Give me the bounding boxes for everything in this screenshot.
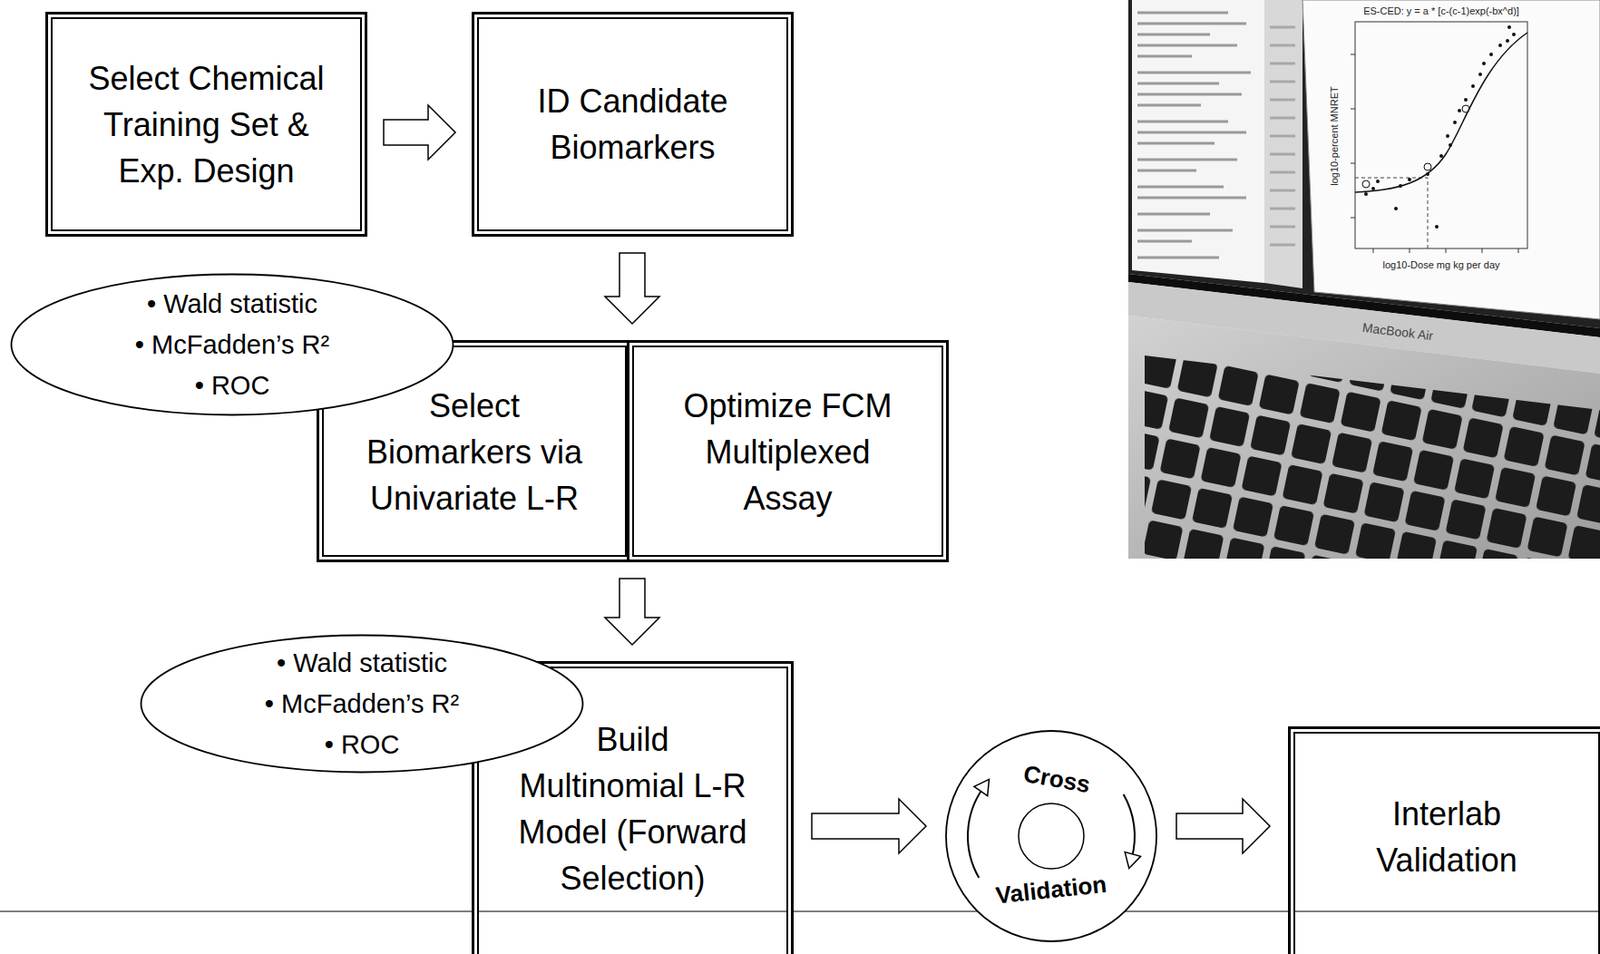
block-arrow — [604, 253, 660, 324]
photo-text: ES-CED: y = a * [c-(c-1)exp(-bx^d)] — [1361, 5, 1522, 18]
metric-item: • Wald statistic — [276, 643, 448, 684]
block-arrow — [383, 105, 456, 160]
photo-ground — [1128, 0, 1600, 559]
plot-mean — [1424, 163, 1432, 171]
metric-item: • Wald statistic — [146, 283, 318, 325]
step-label: Interlab Validation — [1326, 790, 1567, 884]
console-window — [1131, 0, 1265, 283]
cycle-outline — [944, 729, 1159, 944]
laptop-deck — [1128, 315, 1600, 559]
laptop-photo — [1128, 0, 1600, 559]
cycle-arc — [967, 788, 984, 879]
process-box: Interlab Validation — [1287, 726, 1600, 954]
ellipse-shape — [141, 635, 584, 773]
plot-window — [1302, 0, 1600, 320]
cycle-arc — [1123, 794, 1135, 859]
keyboard — [1144, 355, 1600, 559]
process-box: ID Candidate Biomarkers — [471, 11, 794, 237]
metric-item: • McFadden’s R² — [135, 324, 330, 366]
metric-item: • ROC — [324, 724, 400, 766]
inner-ring — [1018, 803, 1084, 869]
text-holder: log10-percent MNRET — [1328, 84, 1341, 187]
metric-item: • McFadden’s R² — [264, 683, 459, 725]
metric-item: • ROC — [195, 365, 271, 407]
cycle-arrowhead — [1124, 852, 1141, 869]
photo-text: log10-Dose mg kg per day — [1380, 259, 1502, 272]
metrics-ellipse: • Wald statistic• McFadden’s R²• ROC — [139, 634, 585, 774]
photo-text: log10-percent MNRET — [1328, 84, 1341, 187]
side-panel — [1264, 0, 1303, 289]
plot-mean — [1462, 105, 1470, 113]
rule-line — [0, 910, 1600, 912]
plot-mean — [1362, 180, 1370, 188]
plot-frame — [1355, 21, 1528, 249]
plot-ticks — [1350, 54, 1519, 254]
text-holder: log10-Dose mg kg per day — [1380, 259, 1502, 272]
outer-ring — [946, 731, 1157, 942]
cycle-arrowhead — [974, 779, 990, 796]
console-lines — [1137, 12, 1251, 258]
plot-points — [1365, 27, 1514, 227]
panel-lines — [1269, 27, 1296, 245]
screen-frame — [1128, 0, 1600, 329]
plot-curve — [1355, 32, 1528, 193]
block-arrow — [811, 799, 927, 854]
ellipse-shape — [11, 274, 454, 416]
step-label: ID Candidate Biomarkers — [501, 78, 764, 171]
block-arrow — [604, 578, 660, 645]
step-label: Select Biomarkers via Univariate L-R — [355, 382, 594, 522]
text-holder: ES-CED: y = a * [c-(c-1)exp(-bx^d)] — [1361, 5, 1522, 18]
process-box: Optimize FCM Multiplexed Assay — [626, 340, 949, 563]
step-label: Build Multinomial L-R Model (Forward Sel… — [513, 716, 752, 902]
step-label: Optimize FCM Multiplexed Assay — [665, 382, 910, 522]
step-label: Select Chemical Training Set & Exp. Desi… — [68, 55, 345, 195]
cycle-circle: CrossValidation — [944, 729, 1159, 944]
process-box: Select Chemical Training Set & Exp. Desi… — [45, 11, 368, 237]
block-arrow — [1176, 799, 1270, 854]
metrics-ellipse: • Wald statistic• McFadden’s R²• ROC — [9, 273, 455, 417]
